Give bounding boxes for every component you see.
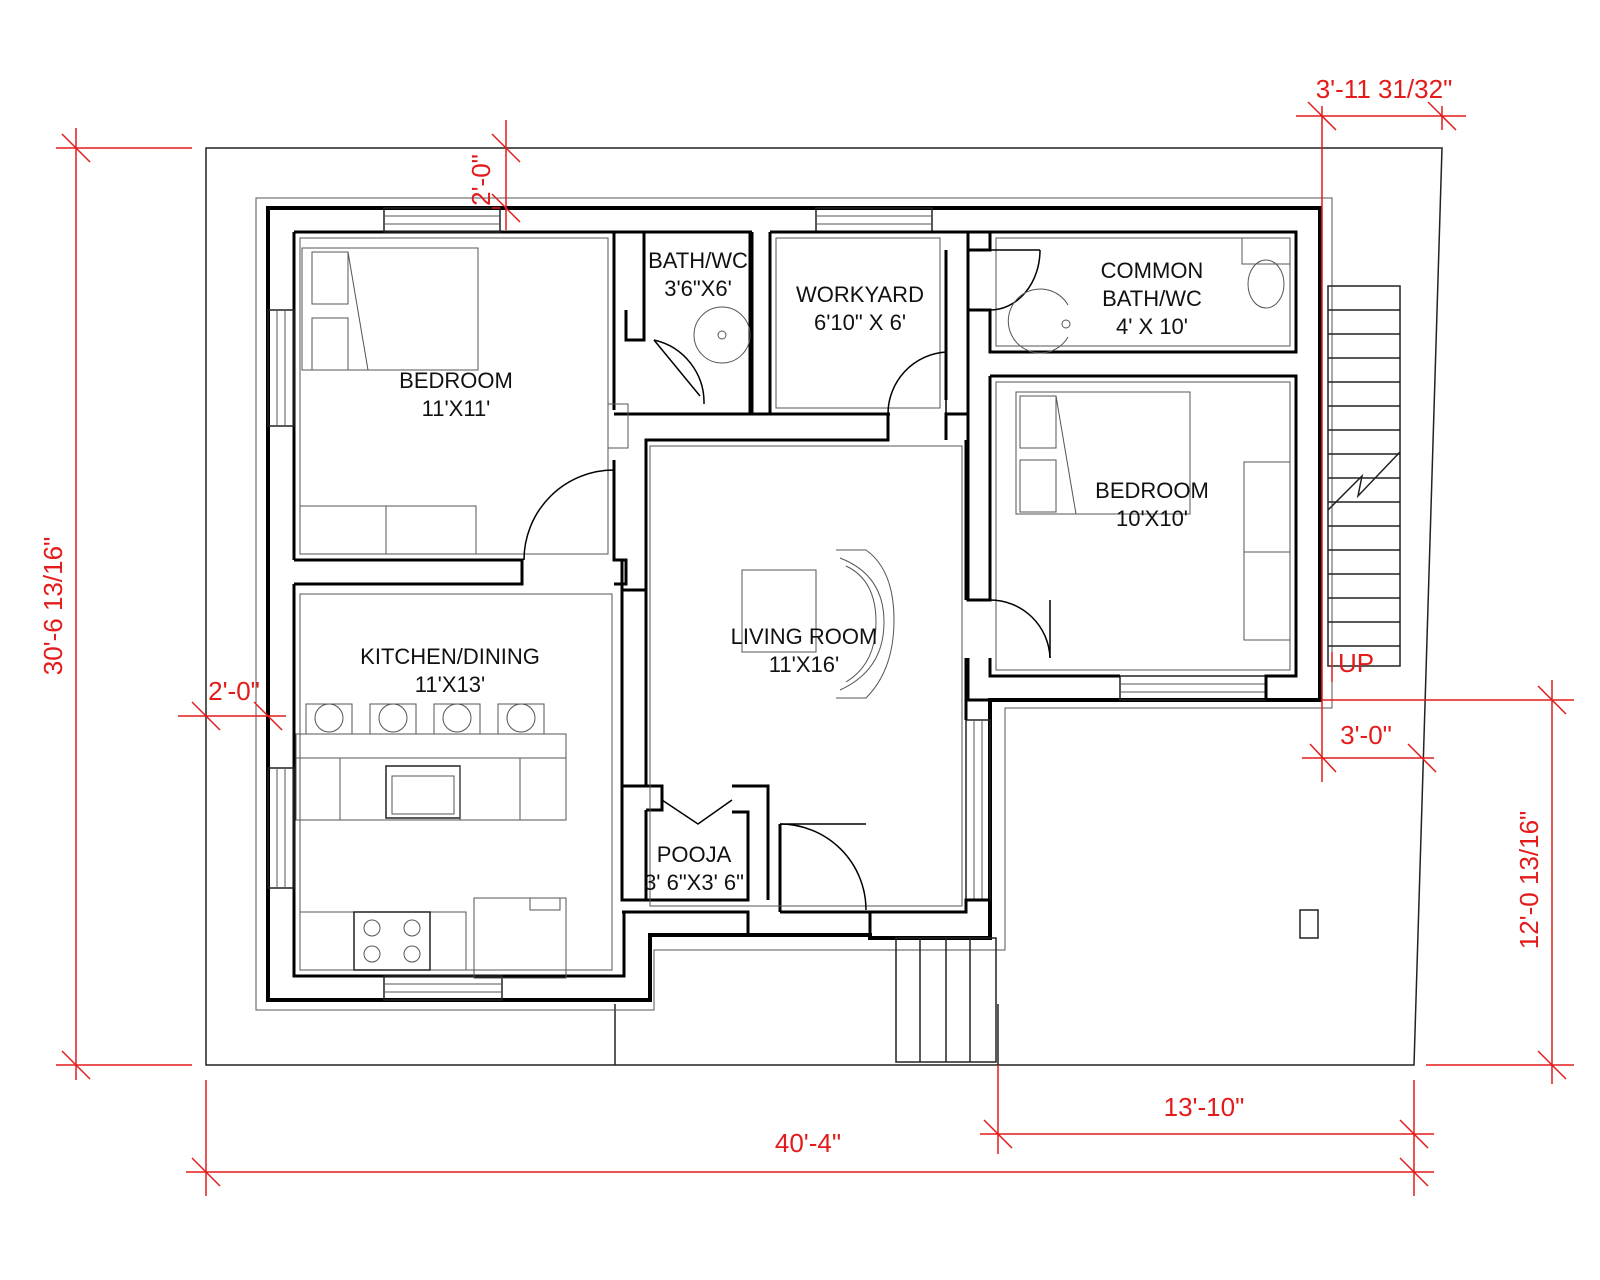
dim-right-lower: 12'-0 13/16" <box>1514 811 1544 950</box>
dim-right-setback: 3'-0" <box>1340 720 1392 750</box>
bedroom-2-size: 10'X10' <box>1116 506 1188 531</box>
living-size: 11'X16' <box>769 652 839 677</box>
dim-top-right: 3'-11 31/32" <box>1316 74 1453 104</box>
entrance-steps <box>895 937 997 1063</box>
plinth-outline <box>255 197 1333 1011</box>
plot-boundary <box>205 147 1443 1066</box>
common-bath-size: 4' X 10' <box>1116 314 1188 339</box>
doors <box>523 249 1051 911</box>
dim-bottom-right: 13'-10" <box>1164 1092 1245 1122</box>
bath-wc-name: BATH/WC <box>648 248 748 273</box>
common-bath-name-2: BATH/WC <box>1102 286 1202 311</box>
interior-walls <box>292 230 1298 935</box>
dimension-texts: 30'-6 13/16" 2'-0" 2'-0" 3'-11 31/32" 3'… <box>38 74 1544 1158</box>
outdoor-box <box>1299 909 1319 939</box>
kitchen-name: KITCHEN/DINING <box>360 644 540 669</box>
common-bath-name-1: COMMON <box>1101 258 1204 283</box>
room-outlines <box>299 237 1291 971</box>
furniture <box>295 237 1291 979</box>
workyard-size: 6'10" X 6' <box>814 310 906 335</box>
dim-top-setback: 2'-0" <box>466 154 496 206</box>
workyard-name: WORKYARD <box>796 282 924 307</box>
dim-bottom-total: 40'-4" <box>775 1128 841 1158</box>
dim-left-total: 30'-6 13/16" <box>38 537 68 676</box>
bedroom-1-size: 11'X11' <box>422 396 491 421</box>
dimension-lines <box>56 101 1574 1196</box>
kitchen-size: 11'X13' <box>415 672 485 697</box>
pooja-name: POOJA <box>657 842 732 867</box>
living-name: LIVING ROOM <box>731 624 878 649</box>
bedroom-1-name: BEDROOM <box>399 368 513 393</box>
dim-left-setback: 2'-0" <box>208 676 260 706</box>
stair-up-label: UP <box>1338 648 1374 678</box>
pooja-size: 3' 6"X3' 6" <box>644 870 744 895</box>
bath-wc-size: 3'6"X6' <box>664 276 732 301</box>
bedroom-2-name: BEDROOM <box>1095 478 1209 503</box>
room-labels: BEDROOM 11'X11' BATH/WC 3'6"X6' WORKYARD… <box>360 248 1209 895</box>
staircase <box>1327 285 1401 667</box>
